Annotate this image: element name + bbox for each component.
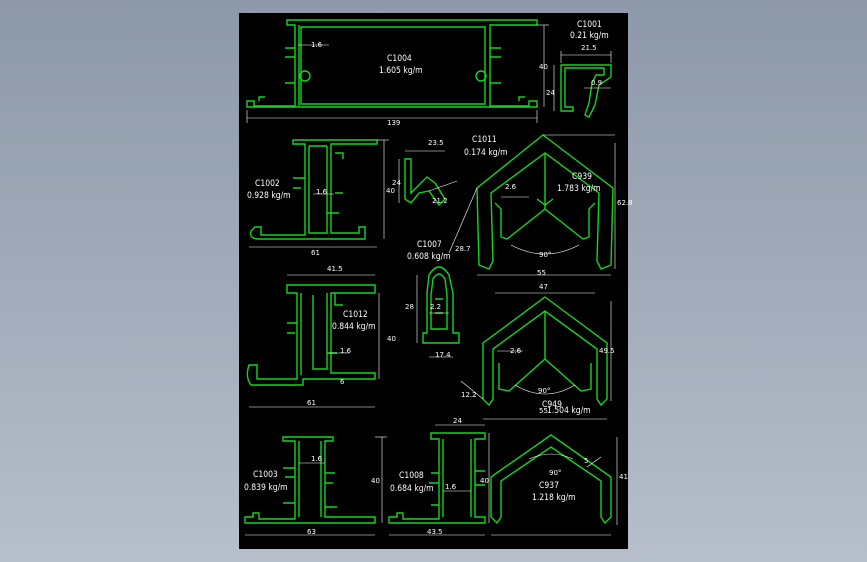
c1008-weight: 0.684 kg/m xyxy=(390,484,434,494)
c949-thickness: 2.6 xyxy=(510,347,522,355)
c1001-inner: 0.9 xyxy=(591,79,602,87)
c1001-code: C1001 xyxy=(577,20,602,30)
c1003-weight: 0.839 kg/m xyxy=(244,483,288,493)
profile-c949: 47 2.6 49.5 12.2 90° C949 1.504 kg/m 55 xyxy=(460,283,615,420)
c1012-code: C1012 xyxy=(343,310,368,320)
c949-height: 49.5 xyxy=(599,347,615,355)
c1001-width: 21.5 xyxy=(581,44,597,52)
c1012-thickness: 1.6 xyxy=(340,347,352,355)
c939-angle: 90° xyxy=(539,251,551,259)
profile-c939: C939 1.783 kg/m 2.6 62.8 28.7 55 90° xyxy=(448,134,633,277)
c1004-width: 139 xyxy=(387,119,400,127)
profile-c1003: 1.6 C1003 0.839 kg/m 40 63 xyxy=(244,436,387,536)
c1007-inner: 2.2 xyxy=(430,303,441,311)
c937-side: 5 xyxy=(584,457,588,465)
c939-code: C939 xyxy=(572,172,592,182)
c1012-width: 61 xyxy=(307,399,316,407)
profile-c1007: C1007 0.608 kg/m 28 2.2 17.4 xyxy=(405,240,460,359)
c1002-thickness: 1.6 xyxy=(316,188,328,196)
c1008-code: C1008 xyxy=(399,471,424,481)
c937-height: 41 xyxy=(619,473,628,481)
c949-weight: 1.504 kg/m xyxy=(547,406,591,416)
c1011-width: 23.5 xyxy=(428,139,444,147)
c1002-height: 40 xyxy=(386,187,395,195)
c1004-thickness: 1.6 xyxy=(311,41,323,49)
c1011-weight: 0.174 kg/m xyxy=(464,148,508,158)
c1001-weight: 0.21 kg/m xyxy=(570,31,609,41)
profile-c937: 90° 5 C937 1.218 kg/m 41 xyxy=(490,434,628,536)
profile-c1011: C1011 0.174 kg/m 23.5 24 21.2 xyxy=(392,135,508,207)
c1002-width: 61 xyxy=(311,249,320,257)
cad-drawing: 1.6 C1004 1.605 kg/m 40 139 C1001 0.21 k… xyxy=(244,19,633,536)
c949-diag: 12.2 xyxy=(461,391,477,399)
c1011-slope: 21.2 xyxy=(432,197,448,205)
c939-thickness: 2.6 xyxy=(505,183,517,191)
profile-c1002: C1002 0.928 kg/m 1.6 40 61 xyxy=(247,139,395,257)
c1004-code: C1004 xyxy=(387,54,412,64)
c949-code: C949 xyxy=(542,400,562,410)
c1007-weight: 0.608 kg/m xyxy=(407,252,451,262)
c1002-weight: 0.928 kg/m xyxy=(247,191,291,201)
c1008-height: 40 xyxy=(480,477,489,485)
c1012-height: 40 xyxy=(387,335,396,343)
c1007-width: 17.4 xyxy=(435,351,451,359)
c949-top: 47 xyxy=(539,283,548,291)
c1001-height: 24 xyxy=(546,89,555,97)
c1008-thickness: 1.6 xyxy=(445,483,457,491)
c949-width: 55 xyxy=(539,407,548,415)
c937-angle: 90° xyxy=(549,469,561,477)
c939-diag: 28.7 xyxy=(455,245,471,253)
c939-weight: 1.783 kg/m xyxy=(557,184,601,194)
profile-c1004: 1.6 C1004 1.605 kg/m 40 139 xyxy=(246,19,549,127)
c1004-weight: 1.605 kg/m xyxy=(379,66,423,76)
c1003-code: C1003 xyxy=(253,470,278,480)
c1011-height: 24 xyxy=(392,179,401,187)
drawing-sheet: 1.6 C1004 1.605 kg/m 40 139 C1001 0.21 k… xyxy=(239,13,633,549)
c1003-width: 63 xyxy=(307,528,316,536)
c1004-height: 40 xyxy=(539,63,548,71)
c1007-height: 28 xyxy=(405,303,414,311)
c937-code: C937 xyxy=(539,481,559,491)
c1003-height: 40 xyxy=(371,477,380,485)
profile-c1012: 41.5 C1012 0.844 kg/m 1.6 40 6 61 xyxy=(246,265,396,408)
c939-width: 55 xyxy=(537,269,546,277)
c1008-top: 24 xyxy=(453,417,462,425)
c1007-code: C1007 xyxy=(417,240,442,250)
c1002-code: C1002 xyxy=(255,179,280,189)
c939-height: 62.8 xyxy=(617,199,633,207)
c1008-width: 43.5 xyxy=(427,528,443,536)
profile-c1008: 24 C1008 0.684 kg/m 1.6 40 43.5 xyxy=(388,417,490,536)
c949-angle: 90° xyxy=(538,387,550,395)
c1003-thickness: 1.6 xyxy=(311,455,323,463)
c1012-top: 41.5 xyxy=(327,265,343,273)
c937-weight: 1.218 kg/m xyxy=(532,493,576,503)
c1012-weight: 0.844 kg/m xyxy=(332,322,376,332)
profile-c1001: C1001 0.21 kg/m 21.5 24 0.9 xyxy=(546,20,612,118)
c1012-small: 6 xyxy=(340,378,345,386)
c1011-code: C1011 xyxy=(472,135,497,145)
